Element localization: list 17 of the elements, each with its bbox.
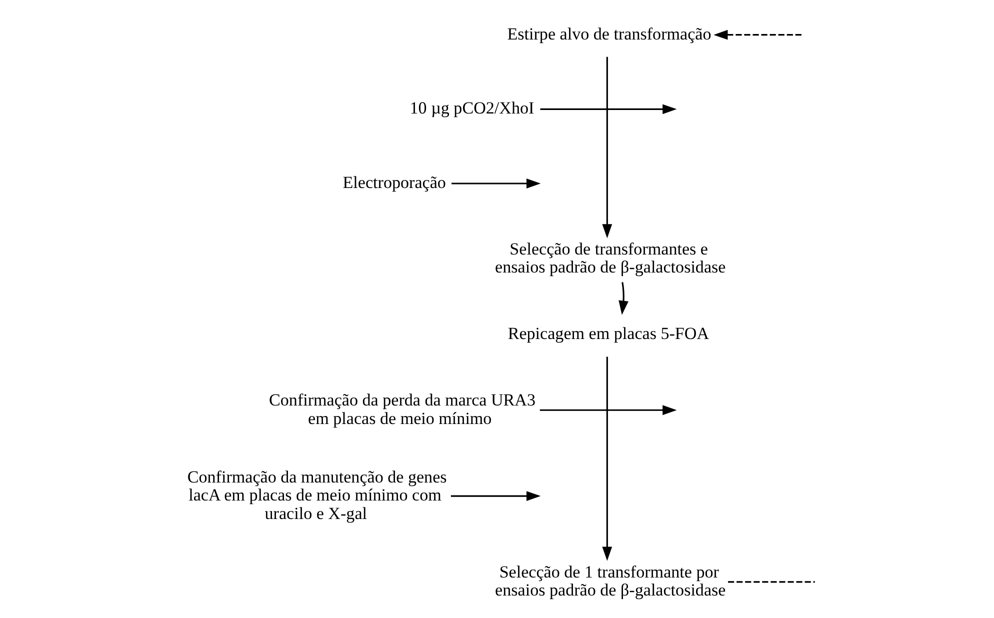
node-text: Confirmação da manutenção de genes lacA em placas de meio mínimo com uracilo e X-gal — [186, 467, 446, 523]
arrow — [602, 356, 612, 561]
node-text: 10 µg pCO2/XhoI — [409, 98, 534, 118]
arrow — [451, 178, 540, 188]
arrow — [602, 56, 612, 238]
node-text: Selecção de 1 transformante por ensaios padrão de β-galactosidase — [494, 562, 726, 600]
node-text: Selecção de transformantes e ensaios padrão de β-galactosidase — [494, 239, 726, 277]
arrow — [450, 491, 540, 501]
arrow — [539, 405, 676, 416]
node-text: Estirpe alvo de transformação — [506, 24, 711, 44]
arrow — [713, 30, 802, 40]
node-text: Electroporação — [342, 173, 446, 192]
node-text: Confirmação da perda da marca URA3 em placas de meio mínimo — [268, 390, 536, 428]
arrow — [540, 104, 676, 114]
arrow — [618, 282, 628, 315]
connector — [728, 581, 814, 583]
node-text: Repicagem em placas 5-FOA — [507, 324, 709, 344]
